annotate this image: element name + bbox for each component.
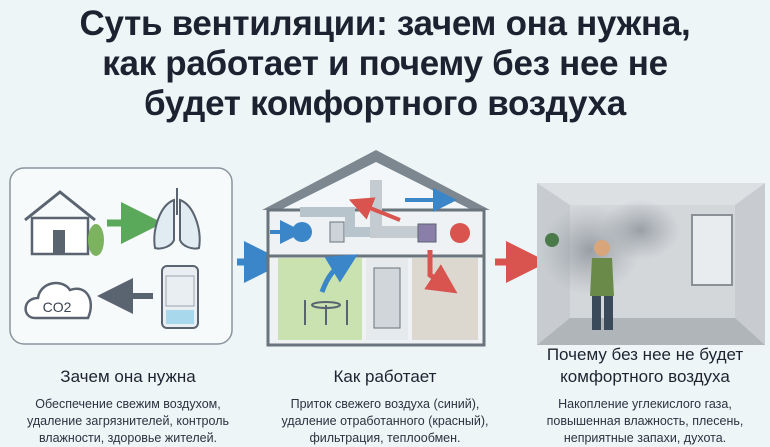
section-heading: Как работает	[333, 367, 437, 386]
description-line: удаление отработанного (красный),	[281, 414, 489, 428]
section-heading: Почему без нее не будет комфортного возд…	[525, 344, 765, 388]
section-heading: Зачем она нужна	[60, 367, 196, 386]
description-line: неприятные запахи, духота.	[563, 431, 727, 445]
section-why-comfort: Почему без нее не будет комфортного возд…	[525, 344, 765, 447]
table-icon	[304, 300, 348, 325]
house-icon	[24, 190, 104, 256]
heading-line: Почему без нее не будет	[546, 345, 744, 364]
heat-exchanger-icon	[417, 223, 437, 243]
page-title: Суть вентиляции: зачем она нужна, как ра…	[0, 4, 770, 124]
description-line: Приток свежего воздуха (синий),	[290, 397, 480, 411]
person-coughing-icon	[590, 240, 614, 330]
description-line: повышенная влажность, плесень,	[546, 414, 744, 428]
exhaust-fan-icon	[450, 223, 470, 243]
stale-room-illustration	[537, 183, 765, 345]
description-line: влажности, здоровье жителей.	[38, 431, 218, 445]
supply-fan-icon	[292, 222, 312, 242]
heading-line: комфортного воздуха	[560, 367, 730, 386]
description-line: фильтрация, теплообмен.	[309, 431, 461, 445]
co2-label: CO2	[43, 299, 72, 315]
description-line: Накопление углекислого газа,	[558, 397, 732, 411]
description-line: удаление загрязнителей, контроль	[27, 414, 229, 428]
filter-icon	[329, 221, 345, 243]
germ-icon	[545, 233, 559, 247]
section-how-it-works: Как работает Приток свежего воздуха (син…	[265, 366, 505, 447]
house-diagram	[262, 150, 490, 347]
lungs-icon	[153, 188, 201, 250]
why-needed-panel: CO2	[9, 167, 233, 345]
section-description: Обеспечение свежим воздухом, удаление за…	[10, 396, 246, 447]
air-purifier-icon	[161, 265, 199, 329]
title-line: Суть вентиляции: зачем она нужна,	[79, 4, 691, 43]
section-why-needed: Зачем она нужна Обеспечение свежим возду…	[10, 366, 246, 447]
description-line: Обеспечение свежим воздухом,	[35, 397, 221, 411]
section-description: Приток свежего воздуха (синий), удаление…	[265, 396, 505, 447]
title-line: будет комфортного воздуха	[144, 84, 626, 123]
co2-cloud-icon: CO2	[24, 281, 93, 320]
window-icon	[691, 214, 733, 286]
title-line: как работает и почему без нее не	[102, 44, 668, 83]
section-description: Накопление углекислого газа, повышенная …	[525, 396, 765, 447]
